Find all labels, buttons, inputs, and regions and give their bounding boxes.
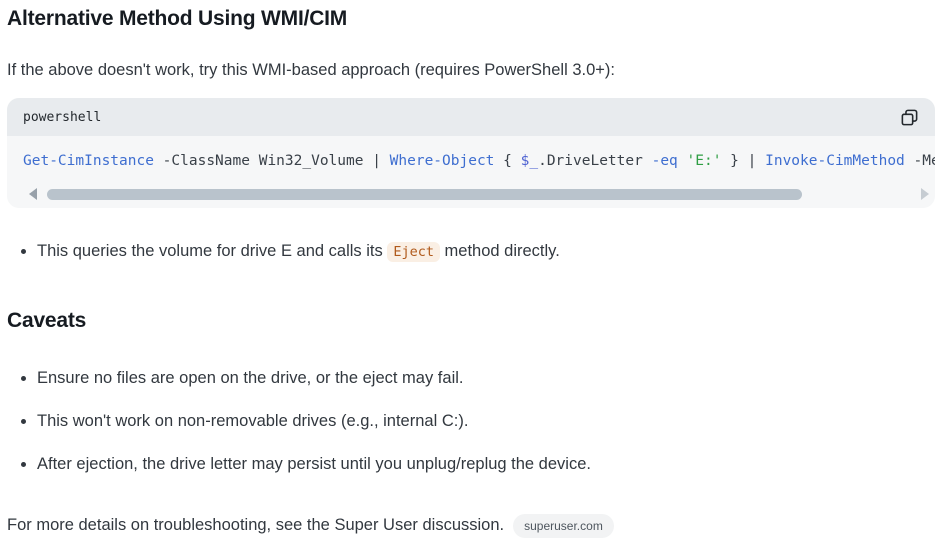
code-token: Where-Object — [389, 153, 495, 170]
code-token: .DriveLetter — [538, 153, 652, 170]
scrollbar-left-arrow-icon[interactable] — [29, 188, 37, 201]
list-item-text: method directly. — [439, 242, 560, 261]
footer-paragraph: For more details on troubleshooting, see… — [7, 513, 935, 538]
code-language-label: powershell — [23, 109, 102, 125]
code-token: 'E:' — [686, 153, 722, 170]
list-item: This won't work on non-removable drives … — [37, 411, 935, 432]
code-line: Get-CimInstance -ClassName Win32_Volume … — [23, 151, 935, 171]
copy-code-button[interactable] — [898, 106, 921, 129]
scrollbar-thumb[interactable] — [47, 188, 803, 200]
code-token: Get-CimInstance — [23, 153, 154, 170]
list-item-text: This queries the volume for drive E and … — [37, 242, 388, 261]
intro-paragraph: If the above doesn't work, try this WMI-… — [7, 61, 615, 80]
citation-badge-superuser[interactable]: superuser.com — [513, 513, 614, 538]
list-item: This queries the volume for drive E and … — [37, 241, 935, 263]
section-heading-caveats: Caveats — [7, 309, 87, 333]
code-token: $_ — [520, 153, 539, 170]
code-token: Invoke-CimMethod — [765, 153, 905, 170]
code-block-body: Get-CimInstance -ClassName Win32_Volume … — [7, 136, 935, 208]
code-token: -Met — [913, 153, 935, 170]
caveats-list: Ensure no files are open on the drive, o… — [7, 368, 935, 475]
code-token: { — [494, 153, 521, 170]
list-item: After ejection, the drive letter may per… — [37, 454, 935, 475]
list-item: Ensure no files are open on the drive, o… — [37, 368, 935, 389]
footer-text: For more details on troubleshooting, see… — [7, 516, 505, 534]
explanation-list: This queries the volume for drive E and … — [7, 241, 935, 263]
scrollbar-right-arrow-icon[interactable] — [921, 188, 929, 201]
code-horizontal-scrollbar[interactable] — [23, 186, 935, 202]
code-token — [678, 153, 687, 169]
code-token: } | — [721, 153, 766, 170]
scrollbar-track[interactable] — [45, 188, 913, 200]
code-token: -eq — [651, 153, 678, 170]
code-block-header: powershell — [7, 98, 935, 137]
code-token: -ClassName Win32_Volume | — [153, 153, 390, 170]
section-heading-wmi: Alternative Method Using WMI/CIM — [7, 7, 348, 30]
copy-icon — [900, 108, 919, 127]
inline-code-eject: Eject — [387, 242, 440, 263]
code-block: powershell Get-CimInstance -ClassName Wi… — [7, 98, 935, 209]
